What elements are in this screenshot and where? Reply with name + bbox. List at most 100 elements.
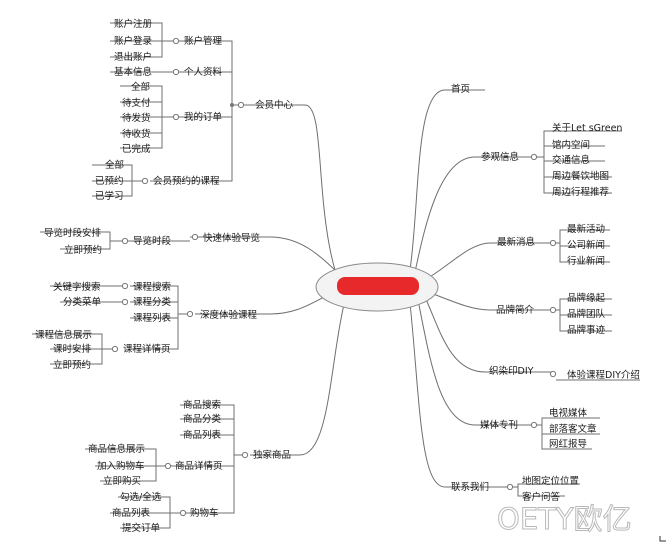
node-latest-news: 最新消息 xyxy=(497,236,535,248)
node-category-menu: 分类菜单 xyxy=(63,296,102,308)
node-select-all: 勾选/全选 xyxy=(120,491,162,503)
collapse-toggle[interactable] xyxy=(191,233,199,241)
branch-deep-course: 深度体验课程 课程搜索 关键字搜索 课程分类 分类菜单 课程列表 课程详情页 课… xyxy=(32,281,270,371)
node-tv-media: 电视媒体 xyxy=(549,407,588,419)
node-company-news: 公司新闻 xyxy=(567,239,605,251)
node-contact: 联系我们 xyxy=(451,481,489,493)
node-courses-reserved: 已预约 xyxy=(95,175,124,187)
node-guide-reserve-now: 立即预约 xyxy=(64,244,102,256)
branch-dye-diy: 织染印DIY 体验课程DIY介绍 xyxy=(485,365,640,381)
branch-latest-news: 最新消息 最新活动 公司新闻 行业新闻 xyxy=(490,223,610,267)
node-keyword-search: 关键字搜索 xyxy=(53,281,101,293)
node-trip-recommend: 周边行程推荐 xyxy=(552,186,610,198)
branch-home: 首页 xyxy=(445,83,485,95)
node-cart-goods-list: 商品列表 xyxy=(112,507,151,519)
collapse-toggle[interactable] xyxy=(549,239,557,247)
node-add-to-cart: 加入购物车 xyxy=(97,460,145,472)
node-course-schedule: 课时安排 xyxy=(53,343,92,355)
node-shopping-cart: 购物车 xyxy=(190,507,219,519)
node-goods-category: 商品分类 xyxy=(183,413,222,425)
node-course-search: 课程搜索 xyxy=(133,281,171,293)
node-industry-news: 行业新闻 xyxy=(567,255,605,267)
node-goods-info: 商品信息展示 xyxy=(88,443,145,455)
node-home: 首页 xyxy=(451,83,470,95)
collapse-toggle[interactable] xyxy=(121,298,129,306)
node-influencer-reports: 网红报导 xyxy=(549,438,587,450)
node-courses-learned: 已学习 xyxy=(95,190,124,202)
node-course-list: 课程列表 xyxy=(133,312,172,324)
node-orders-pending-payment: 待支付 xyxy=(122,97,151,109)
branch-media: 媒体专刊 电视媒体 部落客文章 网红报导 xyxy=(475,407,600,450)
node-quick-guide: 快速体验导览 xyxy=(203,232,260,244)
node-goods-detail: 商品详情页 xyxy=(175,460,223,472)
node-brand-origin: 品牌缘起 xyxy=(567,292,606,304)
node-basic-info: 基本信息 xyxy=(114,66,152,78)
node-buy-now: 立即购买 xyxy=(103,475,141,487)
node-blogger-articles: 部落客文章 xyxy=(549,423,597,435)
node-account-management: 账户管理 xyxy=(184,35,223,47)
node-orders-pending-receipt: 待收货 xyxy=(122,128,151,140)
branch-member-center: 会员中心 账户管理 账户注册 账户登录 退出账户 个人资料 基本信息 我的订单 … xyxy=(92,18,305,202)
node-goods-search: 商品搜索 xyxy=(183,399,221,411)
node-courses-all: 全部 xyxy=(105,159,124,171)
collapse-toggle[interactable] xyxy=(186,310,194,318)
node-dining-map: 周边餐饮地图 xyxy=(552,170,609,182)
node-exclusive-goods: 独家商品 xyxy=(253,449,291,461)
collapse-toggle[interactable] xyxy=(237,101,245,109)
node-latest-activity: 最新活动 xyxy=(567,223,605,235)
node-course-reserve-now: 立即预约 xyxy=(53,359,91,371)
node-my-orders: 我的订单 xyxy=(184,111,223,123)
branch-exclusive-goods: 独家商品 商品搜索 商品分类 商品列表 商品详情页 商品信息展示 加入购物车 立… xyxy=(85,399,300,534)
collapse-toggle[interactable] xyxy=(506,483,514,491)
branch-brand-intro: 品牌简介 品牌缘起 品牌团队 品牌事迹 xyxy=(490,292,612,336)
collapse-toggle[interactable] xyxy=(121,282,129,290)
node-orders-completed: 已完成 xyxy=(122,143,151,155)
node-brand-story: 品牌事迹 xyxy=(567,324,606,336)
node-guide-timeslot: 导览时段 xyxy=(133,235,172,247)
node-customer-qa: 客户问答 xyxy=(522,491,561,503)
collapse-toggle[interactable] xyxy=(179,509,187,517)
corner-mark xyxy=(659,536,666,542)
node-about: 关于Let sGreen xyxy=(552,122,622,134)
node-course-info: 课程信息展示 xyxy=(35,329,92,341)
collapse-toggle[interactable] xyxy=(530,421,538,429)
center-node xyxy=(315,262,439,312)
node-profile: 个人资料 xyxy=(184,66,223,78)
node-diy-course-intro: 体验课程DIY介绍 xyxy=(567,369,640,381)
node-orders-pending-shipment: 待发货 xyxy=(122,112,151,124)
node-media: 媒体专刊 xyxy=(480,419,518,431)
node-dye-diy: 织染印DIY xyxy=(489,365,534,377)
node-guide-timeslot-schedule: 导览时段安排 xyxy=(44,227,102,239)
node-brand-team: 品牌团队 xyxy=(567,308,606,320)
collapse-toggle[interactable] xyxy=(141,177,149,185)
branch-quick-guide: 快速体验导览 导览时段 导览时段安排 立即预约 xyxy=(40,227,270,256)
node-indoor-space: 馆内空间 xyxy=(552,139,590,151)
node-account-register: 账户注册 xyxy=(114,18,153,30)
node-visit-info: 参观信息 xyxy=(481,151,519,163)
redaction-mark xyxy=(337,277,419,295)
collapse-toggle[interactable] xyxy=(530,153,538,161)
branch-visit-info: 参观信息 关于Let sGreen 馆内空间 交通信息 周边餐饮地图 周边行程推… xyxy=(475,122,622,198)
node-member-center: 会员中心 xyxy=(255,99,294,111)
collapse-toggle[interactable] xyxy=(241,451,249,459)
collapse-toggle[interactable] xyxy=(111,345,119,353)
node-member-courses: 会员预约的课程 xyxy=(153,175,220,187)
node-traffic-info: 交通信息 xyxy=(552,154,590,166)
collapse-toggle[interactable] xyxy=(121,237,129,245)
node-account-login: 账户登录 xyxy=(114,35,153,47)
collapse-toggle[interactable] xyxy=(549,370,557,378)
collapse-toggle[interactable] xyxy=(164,462,172,470)
watermark-text: OETY欧亿 xyxy=(497,502,632,536)
collapse-toggle[interactable] xyxy=(172,68,180,76)
collapse-toggle[interactable] xyxy=(172,37,180,45)
node-orders-all: 全部 xyxy=(131,81,150,93)
collapse-toggle[interactable] xyxy=(549,306,557,314)
node-course-category: 课程分类 xyxy=(133,296,172,308)
collapse-toggle[interactable] xyxy=(172,113,180,121)
node-map-location: 地图定位位置 xyxy=(522,475,579,487)
branch-contact: 联系我们 地图定位位置 客户问答 xyxy=(445,475,580,503)
node-goods-list: 商品列表 xyxy=(183,429,222,441)
node-submit-order: 提交订单 xyxy=(122,522,161,534)
